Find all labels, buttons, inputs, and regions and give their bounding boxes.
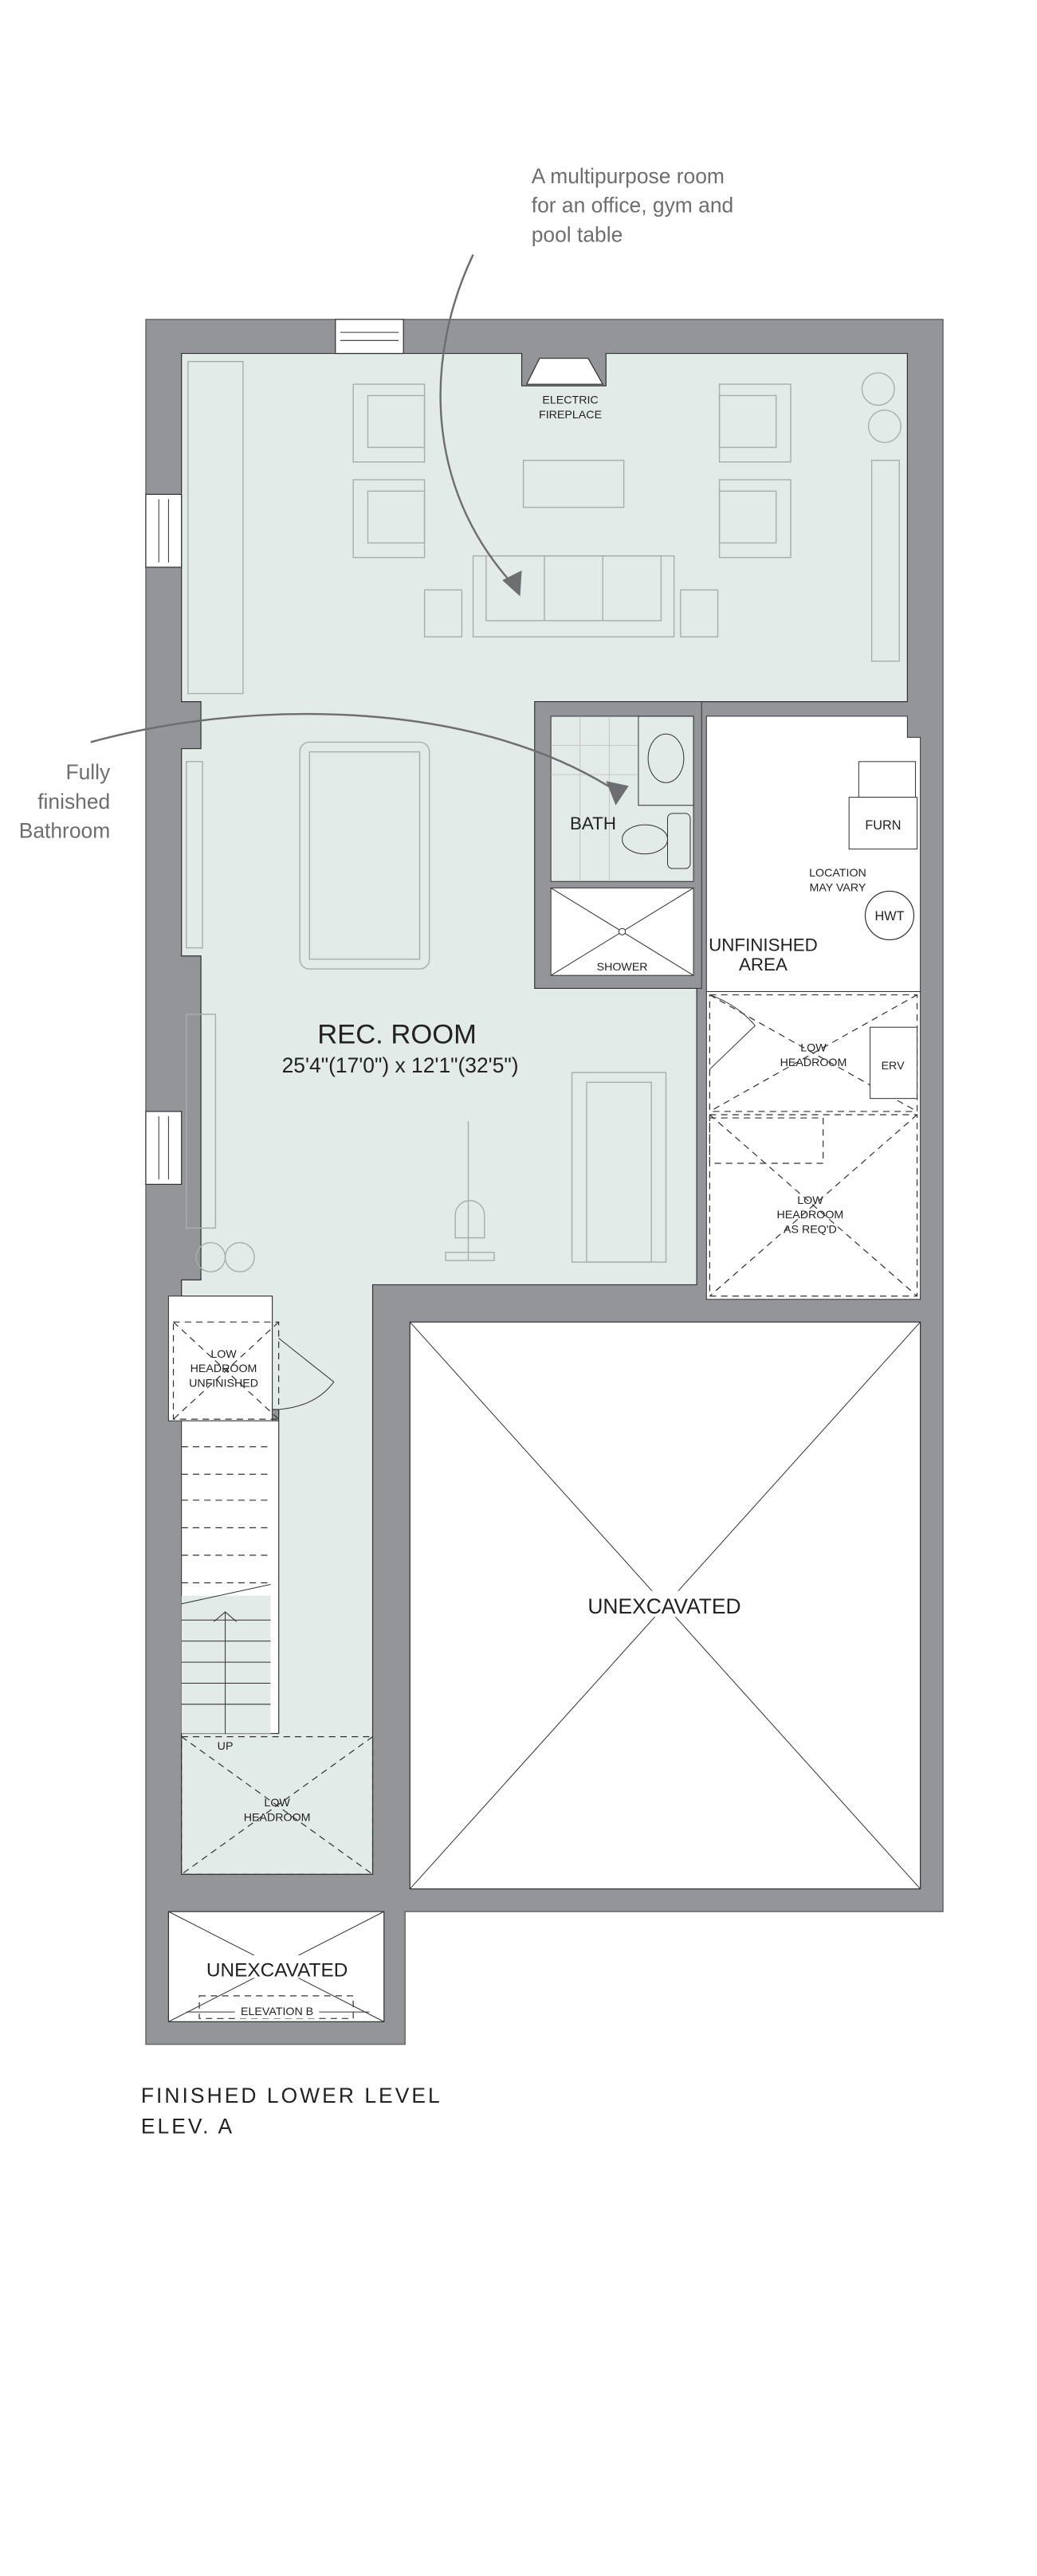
asreq-label-2: HEADROOM [777, 1209, 844, 1221]
hwt [864, 890, 915, 941]
lhu-label-3: UNFINISHED [189, 1378, 258, 1390]
arrow-head-icon [606, 781, 629, 806]
location-note-2: MAY VARY [810, 881, 866, 894]
window-top [335, 319, 404, 355]
low-headroom-bottom: LOW [264, 1797, 290, 1809]
caption-elevation: ELEV. A [141, 2115, 234, 2139]
asreq-label-3: AS REQ'D [784, 1223, 837, 1236]
shower-label: SHOWER [597, 961, 648, 974]
fireplace-label: ELECTRIC [542, 394, 598, 407]
fireplace-icon [525, 358, 604, 385]
furnace [848, 797, 918, 850]
unfinished-label: UNFINISHED [709, 935, 818, 955]
elevation-b-label: ELEVATION B [241, 2006, 313, 2018]
location-note: LOCATION [809, 867, 866, 880]
lhu-label-2: HEADROOM [191, 1362, 257, 1375]
bathroom-note: Fully [65, 760, 111, 784]
bathroom-note-2: finished [37, 790, 110, 814]
arrow-multipurpose [439, 254, 513, 585]
arrow-head-icon [502, 570, 522, 597]
rec-room-label: REC. ROOM [317, 1020, 477, 1050]
hwt-label: HWT [875, 909, 905, 923]
unexcavated-main-label: UNEXCAVATED [587, 1594, 740, 1618]
unfinished-label-2: AREA [739, 955, 788, 974]
arrow-bathroom [90, 712, 617, 792]
furnace-label: FURN [865, 818, 901, 833]
bath-tiles [551, 716, 638, 882]
window-left-2 [145, 1111, 183, 1186]
furniture [186, 361, 901, 1272]
caption-title: FINISHED LOWER LEVEL [141, 2084, 442, 2107]
rec-room-dims: 25'4"(17'0") x 12'1"(32'5") [282, 1053, 519, 1077]
bathroom-note-3: Bathroom [19, 818, 110, 842]
low-headroom-unfinished [167, 1296, 273, 1421]
multipurpose-note-2: for an office, gym and [532, 194, 733, 218]
fireplace-label-2: FIREPLACE [539, 409, 602, 421]
window-left-1 [145, 493, 183, 568]
unexcavated-small-label: UNEXCAVATED [206, 1959, 348, 1981]
low-headroom-label-2: HEADROOM [780, 1057, 847, 1069]
lhu-label: LOW [210, 1348, 237, 1361]
bath-room [550, 716, 694, 882]
multipurpose-note-3: pool table [532, 222, 623, 246]
low-headroom-bottom-2: HEADROOM [244, 1811, 311, 1824]
stairs [181, 1420, 280, 1735]
erv-label: ERV [882, 1060, 905, 1072]
bath-label: BATH [570, 814, 616, 833]
erv [870, 1026, 918, 1100]
up-label: UP [218, 1740, 234, 1753]
asreq-label: LOW [797, 1194, 823, 1207]
low-headroom-label: LOW [800, 1042, 827, 1055]
multipurpose-note: A multipurpose room [532, 164, 725, 188]
